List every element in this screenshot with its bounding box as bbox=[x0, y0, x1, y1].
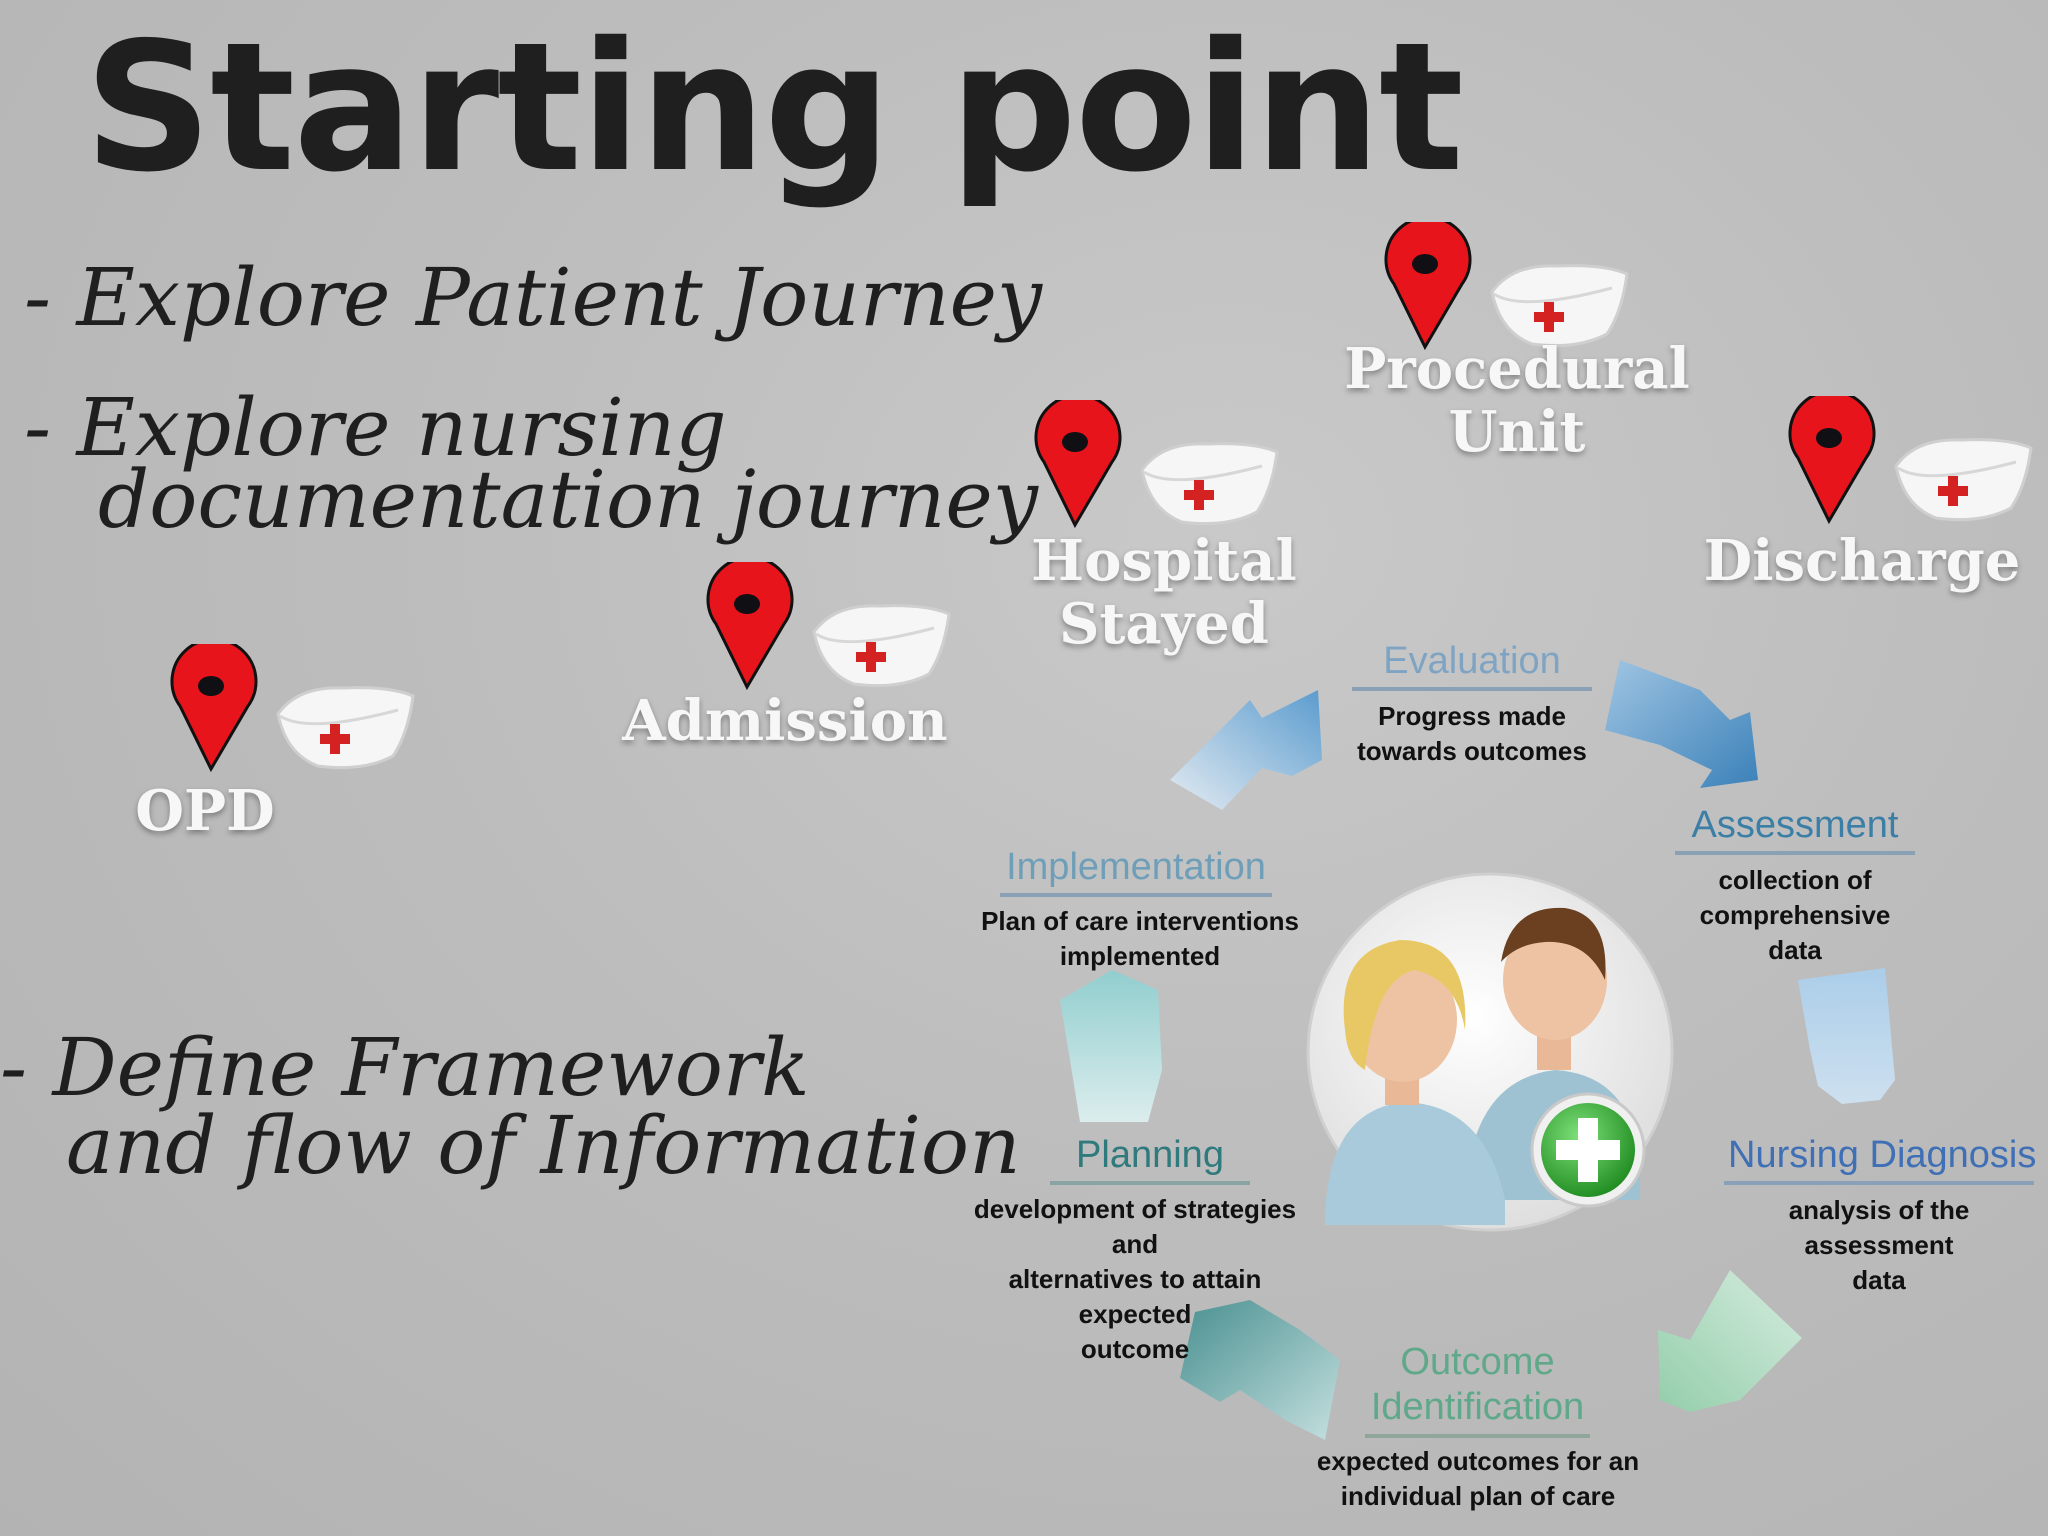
step-implementation: Implementation bbox=[1000, 846, 1272, 897]
map-pin-icon bbox=[170, 637, 415, 773]
journey-stop-label: Hospital Stayed bbox=[1031, 528, 1297, 657]
map-pin-icon bbox=[1788, 389, 2033, 525]
step-desc: analysis of the assessment data bbox=[1788, 1195, 1970, 1296]
step-planning-desc: development of strategies and alternativ… bbox=[973, 1194, 1297, 1365]
arrow-outcome-to-planning bbox=[1180, 1300, 1340, 1440]
patients-with-plus-icon bbox=[1305, 870, 1675, 1235]
step-planning: Planning bbox=[1050, 1134, 1250, 1185]
step-title: Nursing Diagnosis bbox=[1724, 1134, 2036, 1185]
step-title: Planning bbox=[1050, 1134, 1250, 1185]
step-desc: collection of comprehensive data bbox=[1699, 865, 1891, 966]
step-desc: expected outcomes for an individual plan… bbox=[1316, 1445, 1640, 1511]
arrow-planning-to-implementation bbox=[1060, 970, 1162, 1122]
journey-stop bbox=[1786, 389, 2046, 550]
arrow-evaluation-to-assessment bbox=[1605, 660, 1758, 788]
bullet-line: - Explore Patient Journey bbox=[24, 251, 1043, 344]
journey-stop-label: Discharge bbox=[1703, 528, 2021, 594]
step-title: Outcome Identification bbox=[1365, 1340, 1590, 1438]
arrow-assessment-to-diagnosis bbox=[1798, 968, 1895, 1104]
step-title: Implementation bbox=[1000, 846, 1272, 897]
arrow-implementation-to-evaluation bbox=[1170, 690, 1322, 810]
step-desc: Progress made towards outcomes bbox=[1357, 701, 1587, 767]
step-assessment: Assessment collection of comprehensive d… bbox=[1675, 804, 1915, 968]
bullet-line: - Explore nursing bbox=[24, 381, 727, 474]
step-nursing-diagnosis: Nursing Diagnosis analysis of the assess… bbox=[1724, 1134, 2036, 1298]
bullet-explore-nursing-documentation: - Explore nursing documentation journey bbox=[24, 388, 1038, 540]
arrow-diagnosis-to-outcome bbox=[1658, 1270, 1802, 1412]
journey-stop bbox=[1382, 215, 1642, 376]
step-implementation-desc: Plan of care interventions implemented bbox=[981, 906, 1299, 972]
step-title: Assessment bbox=[1675, 804, 1915, 855]
bullet-line-2: documentation journey bbox=[98, 453, 1038, 546]
map-pin-icon bbox=[1384, 215, 1629, 351]
journey-stop bbox=[168, 637, 428, 798]
journey-stop-label: Admission bbox=[622, 688, 948, 754]
slide-title: Starting point bbox=[84, 4, 1464, 211]
bullet-define-framework: - Define Framework and flow of Informati… bbox=[0, 1028, 1021, 1186]
bullet-explore-patient-journey: - Explore Patient Journey bbox=[24, 258, 1042, 338]
journey-stop-label: OPD bbox=[135, 778, 275, 844]
step-outcome-identification: Outcome Identification expected outcomes… bbox=[1317, 1340, 1639, 1514]
bullet-line: - Define Framework bbox=[0, 1021, 810, 1114]
bullet-line-2: and flow of Information bbox=[66, 1099, 1021, 1192]
journey-stop-label: Procedural Unit bbox=[1344, 336, 1690, 465]
step-title: Evaluation bbox=[1352, 640, 1592, 691]
step-evaluation: Evaluation Progress made towards outcome… bbox=[1352, 640, 1592, 769]
